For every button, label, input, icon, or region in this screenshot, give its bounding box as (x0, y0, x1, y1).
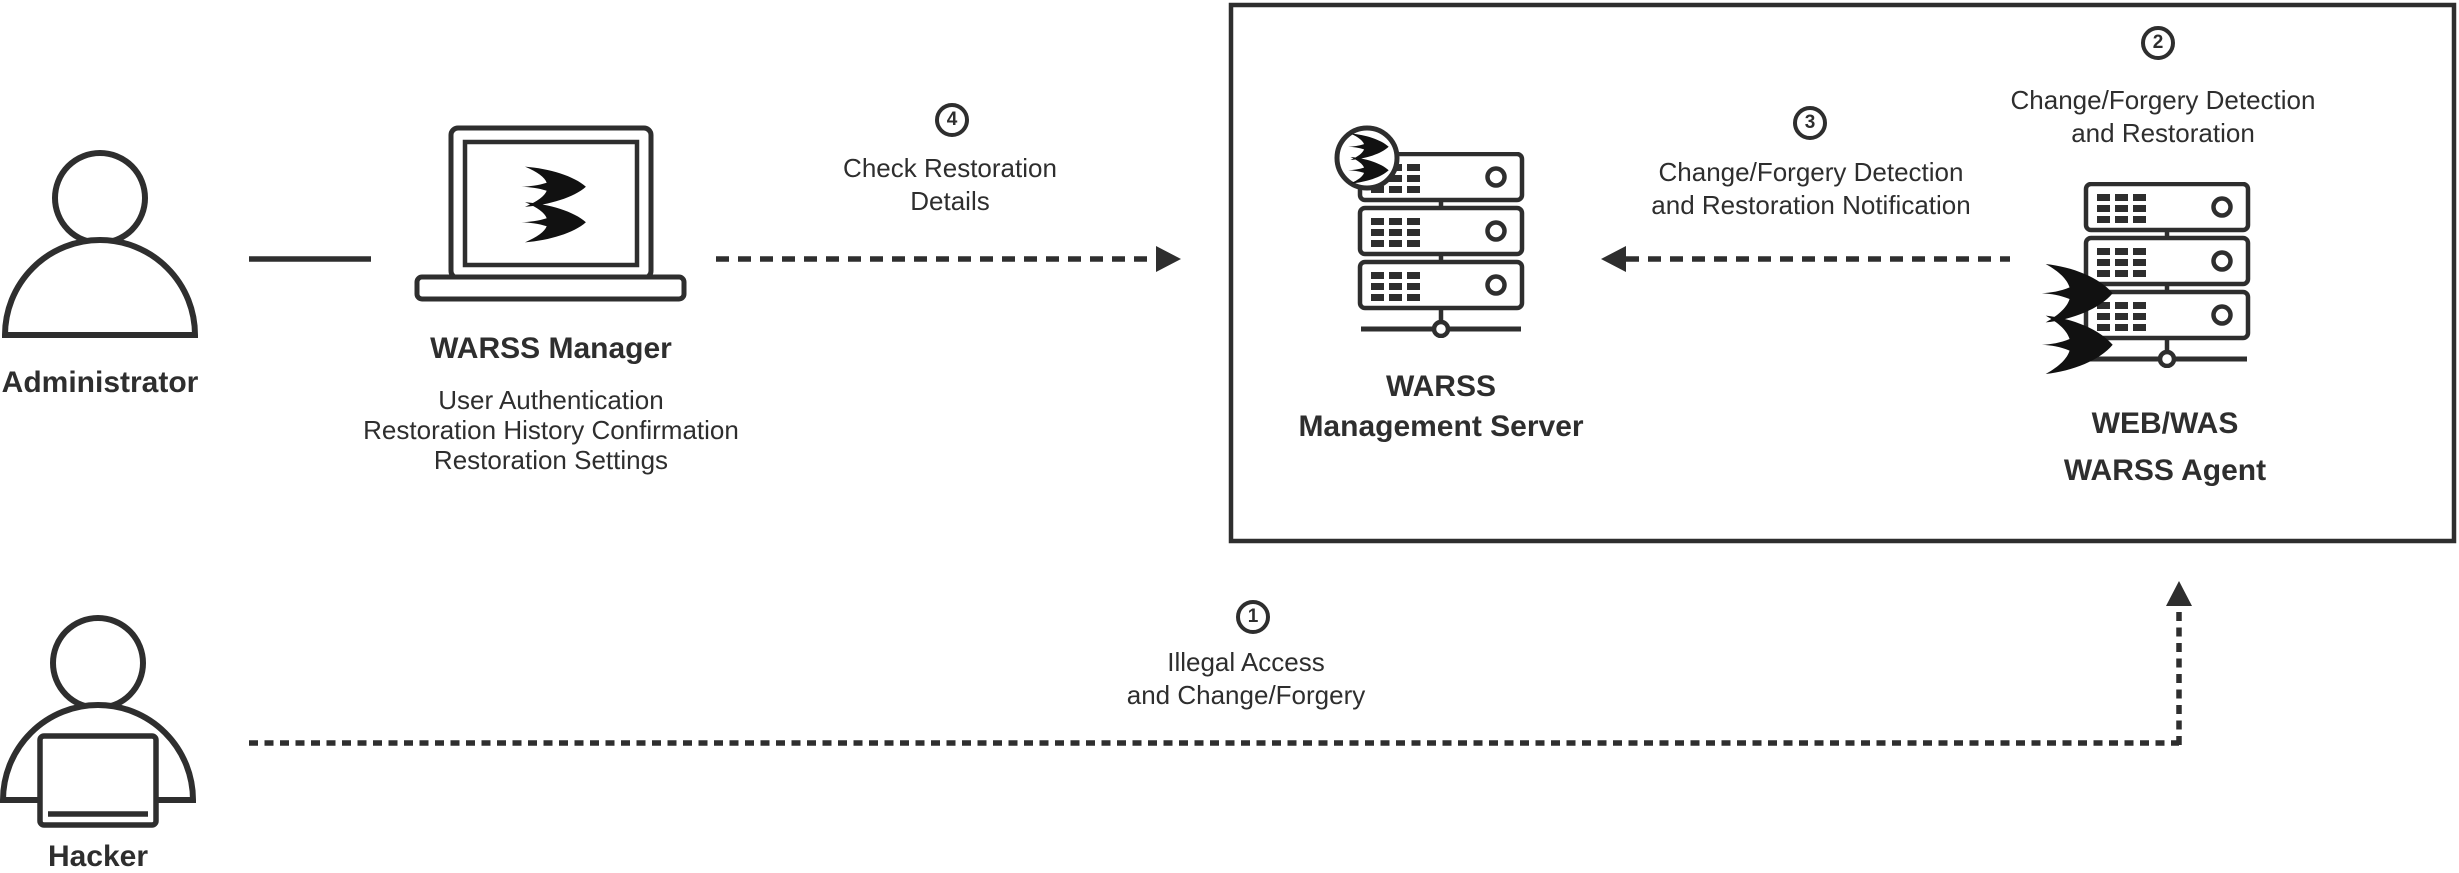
agent-server-label: WEB/WAS WARSS Agent (2063, 407, 2267, 487)
step2-label: Change/Forgery Detection and Restoration (2010, 85, 2316, 148)
warss-manager-title: WARSS Manager (430, 332, 672, 365)
agent-server-icon (2041, 184, 2248, 375)
warss-manager-laptop-icon (414, 125, 687, 302)
step3-number-badge: 3 (1793, 106, 1827, 140)
warss-manager-functions: User Authentication Restoration History … (363, 385, 739, 475)
manager-function-line: User Authentication (438, 385, 664, 415)
hacker-laptop-icon (37, 733, 159, 828)
step4-label: Check Restoration Details (843, 153, 1057, 216)
hacker-icon (3, 618, 193, 828)
step1-label: Illegal Access and Change/Forgery (1126, 647, 1366, 710)
administrator-icon (5, 153, 195, 335)
protected-zone-box (1228, 2, 2457, 544)
hacker-label: Hacker (47, 840, 149, 873)
management-server-icon (1334, 125, 1522, 336)
arrow-step1-elbow-icon (249, 581, 2192, 746)
step3-label: Change/Forgery Detection and Restoration… (1651, 157, 1971, 220)
arrow-step4-right-icon (716, 246, 1181, 272)
step2-number-badge: 2 (2141, 26, 2175, 60)
management-server-label: WARSS Management Server (1298, 370, 1584, 443)
step1-number-badge: 1 (1236, 600, 1270, 634)
manager-function-line: Restoration Settings (433, 445, 669, 475)
step4-number-badge: 4 (935, 103, 969, 137)
administrator-label: Administrator (1, 366, 199, 399)
arrow-step3-left-icon (1601, 246, 2010, 272)
manager-function-line: Restoration History Confirmation (363, 415, 739, 445)
